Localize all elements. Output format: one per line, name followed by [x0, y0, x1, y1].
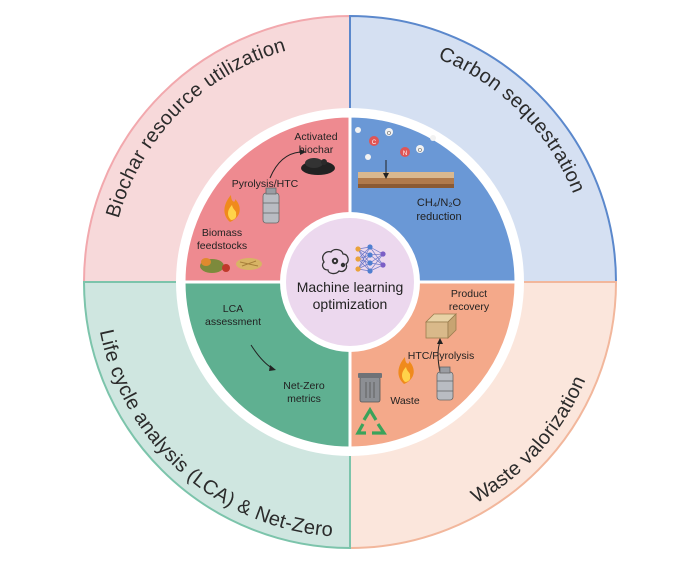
brain-gear-icon [321, 248, 349, 275]
center-title-line1: Machine learning [297, 279, 404, 295]
reactor-icon [262, 187, 280, 224]
box-icon [425, 313, 457, 339]
label-netzero-line2: metrics [287, 393, 321, 405]
biomass-feedstock-icon [200, 258, 262, 273]
waste-flame-icon [398, 357, 414, 384]
label-lca-line2: assessment [205, 316, 261, 328]
molecule-label-o2: O [418, 148, 422, 154]
arrow-to-activated-icon [269, 151, 301, 179]
label-netzero-line1: Net-Zero [283, 380, 325, 392]
center-title-line2: optimization [313, 296, 388, 312]
soil-layer-icon [358, 172, 454, 188]
label-activated-line1: Activated [294, 131, 337, 143]
arrowhead-netzero-icon [269, 365, 276, 371]
label-activated-line2: biochar [299, 144, 334, 156]
recycle-icon [355, 406, 387, 435]
center-circle [286, 218, 414, 346]
molecule-label-o1: O [387, 131, 391, 137]
waste-reactor-icon [436, 366, 454, 401]
label-pyrolysis-htc: Pyrolysis/HTC [232, 178, 299, 190]
molecule-label-c: C [372, 140, 377, 146]
biochar-pile-icon [301, 158, 335, 175]
arrowhead-activated-icon [300, 149, 306, 155]
label-htc-pyrolysis: HTC/Pyrolysis [408, 350, 475, 362]
label-product-line1: Product [451, 288, 487, 300]
label-reduction: reduction [416, 211, 461, 223]
molecules-icon [355, 127, 436, 160]
label-biomass-line1: Biomass [202, 227, 242, 239]
label-lca-line1: LCA [223, 303, 243, 315]
trash-bin-icon [358, 373, 382, 403]
label-product-line2: recovery [449, 301, 490, 313]
label-ch4-n2o: CH₄/N₂O [417, 197, 462, 209]
molecule-label-n: N [403, 151, 407, 157]
label-waste: Waste [390, 395, 420, 407]
label-biomass-line2: feedstocks [197, 240, 247, 252]
arrowhead-product-icon [437, 338, 443, 344]
flame-icon [224, 195, 240, 222]
arrowhead-soil-icon [383, 173, 389, 179]
neural-network-icon [355, 244, 386, 274]
